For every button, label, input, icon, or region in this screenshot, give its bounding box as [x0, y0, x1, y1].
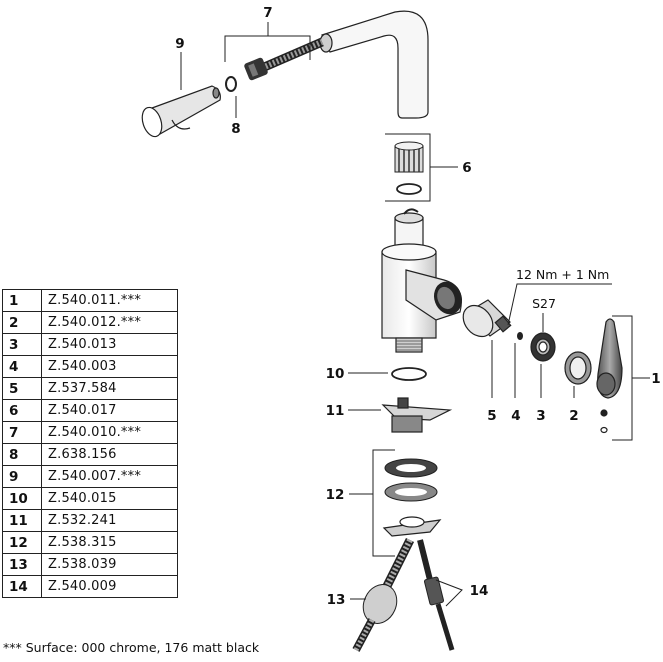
callout-6: 6	[462, 160, 471, 176]
bracket-7	[224, 22, 311, 62]
supply-hose-14	[417, 539, 455, 651]
part-code-cell: Z.537.584	[41, 377, 178, 400]
part-code-cell: Z.540.003	[41, 355, 178, 378]
part-number-cell: 3	[2, 333, 42, 356]
o-ring-10	[391, 367, 427, 381]
part-code-cell: Z.540.007.***	[41, 465, 178, 488]
part-code-cell: Z.540.009	[41, 575, 178, 598]
o-ring-6	[396, 183, 422, 195]
part-number-cell: 2	[2, 311, 42, 334]
callout-10: 10	[326, 366, 345, 382]
cartridge-insert	[394, 141, 424, 173]
flange-11	[381, 397, 453, 433]
callout-7: 7	[263, 5, 272, 21]
part-code-cell: Z.532.241	[41, 509, 178, 532]
part-number-cell: 9	[2, 465, 42, 488]
hose-braided	[244, 37, 324, 81]
callout-4: 4	[511, 408, 520, 424]
callout-8: 8	[231, 121, 240, 137]
wrench-size-annotation: S27	[532, 296, 556, 311]
callout-14: 14	[470, 583, 489, 599]
part-number-cell: 6	[2, 399, 42, 422]
clamp-12c	[382, 516, 442, 537]
surface-footnote: *** Surface: 000 chrome, 176 matt black	[3, 640, 260, 655]
part-code-cell: Z.540.012.***	[41, 311, 178, 334]
callout-12: 12	[326, 487, 345, 503]
part-number-cell: 1	[2, 289, 42, 312]
part-number-cell: 5	[2, 377, 42, 400]
part-code-cell: Z.540.015	[41, 487, 178, 510]
part-code-cell: Z.538.315	[41, 531, 178, 554]
part-code-cell: Z.638.156	[41, 443, 178, 466]
callout-11: 11	[326, 403, 345, 419]
callout-5: 5	[487, 408, 496, 424]
part-number-cell: 4	[2, 355, 42, 378]
spout-pipe	[319, 10, 429, 119]
gasket-12b	[384, 482, 438, 502]
part-number-cell: 13	[2, 553, 42, 576]
part-number-cell: 8	[2, 443, 42, 466]
cover-2	[564, 351, 592, 385]
part-code-cell: Z.540.013	[41, 333, 178, 356]
part-code-cell: Z.540.010.***	[41, 421, 178, 444]
callout-3: 3	[536, 408, 545, 424]
supply-hose-13	[352, 537, 415, 652]
callout-2: 2	[569, 408, 578, 424]
spray-head	[141, 85, 221, 138]
gasket-12a	[384, 458, 438, 478]
callout-1: 1	[651, 371, 660, 387]
part-code-cell: Z.540.017	[41, 399, 178, 422]
bracket-12	[372, 449, 395, 557]
torque-annotation: 12 Nm + 1 Nm	[516, 267, 609, 282]
leader-torque	[507, 283, 612, 326]
screw-4	[517, 332, 523, 340]
part-number-cell: 7	[2, 421, 42, 444]
cartridge-5	[462, 299, 512, 338]
part-number-cell: 12	[2, 531, 42, 554]
leader-14	[435, 579, 463, 607]
nut-3	[530, 332, 556, 362]
part-number-cell: 14	[2, 575, 42, 598]
part-code-cell: Z.540.011.***	[41, 289, 178, 312]
lever-1	[596, 318, 623, 434]
bracket-6	[385, 133, 458, 202]
callout-9: 9	[175, 36, 184, 52]
callout-13: 13	[327, 592, 346, 608]
part-number-cell: 11	[2, 509, 42, 532]
faucet-body	[381, 208, 462, 353]
washer-8	[225, 76, 237, 92]
part-number-cell: 10	[2, 487, 42, 510]
part-code-cell: Z.538.039	[41, 553, 178, 576]
